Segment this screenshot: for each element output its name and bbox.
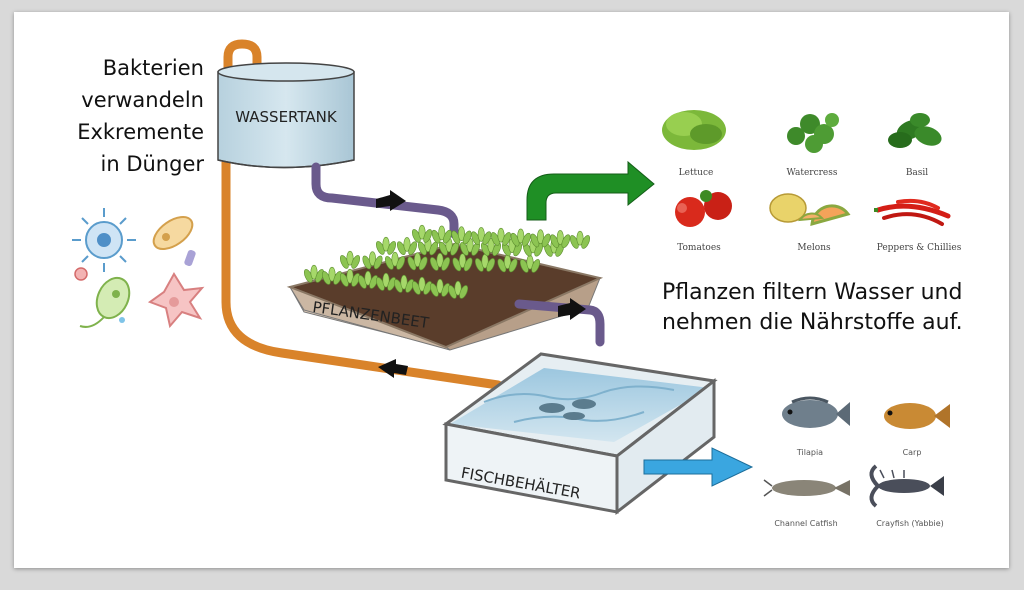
- plants-line: nehmen die Nährstoffe auf.: [662, 310, 963, 335]
- flow-arrow-bed-to-fish: [558, 298, 586, 320]
- seedling: [407, 252, 428, 271]
- fish-tank: [442, 352, 718, 516]
- seedling: [396, 237, 418, 256]
- seedling: [452, 253, 473, 272]
- basil-icon: [888, 113, 942, 148]
- lettuce-icon: [662, 110, 726, 150]
- seedling: [497, 254, 518, 273]
- seedling: [429, 278, 451, 297]
- fish-caption-carp: Carp: [903, 448, 922, 457]
- carp-icon: [884, 403, 950, 429]
- plant-caption-watercress: Watercress: [787, 168, 838, 178]
- catfish-icon: [763, 479, 850, 497]
- melons-icon: [769, 193, 851, 227]
- seedling: [411, 276, 433, 295]
- seedling: [510, 228, 531, 247]
- seedling: [375, 272, 397, 291]
- seedling: [362, 251, 383, 270]
- seedling: [550, 230, 571, 249]
- bacteria-line: verwandeln: [81, 88, 204, 112]
- bed-to-fish-pipe: [514, 299, 605, 347]
- tomatoes-icon: [675, 190, 732, 227]
- bacteria-line: Exkremente: [77, 120, 204, 144]
- plant-caption-tomatoes: Tomatoes: [677, 243, 721, 253]
- seedling: [471, 227, 492, 246]
- fish-caption-tilapia: Tilapia: [796, 448, 823, 457]
- plants-output-arrow: [526, 160, 655, 221]
- tilapia-icon: [782, 396, 850, 428]
- seedling: [411, 224, 433, 243]
- seedling: [429, 252, 451, 271]
- microbes-illustration: [72, 208, 205, 329]
- bacteria-description: Bakterien verwandeln Exkremente in Dünge…: [46, 52, 204, 180]
- seedling: [303, 264, 325, 283]
- peppers-icon: [874, 198, 951, 226]
- watercress-icon: [787, 113, 839, 153]
- fish-output-arrow: [643, 447, 754, 487]
- seedling: [530, 229, 551, 248]
- seedling: [480, 238, 502, 257]
- plant-caption-melons: Melons: [797, 243, 831, 253]
- seedling: [375, 236, 397, 255]
- seedling: [474, 253, 496, 272]
- plant-icons: [662, 110, 951, 227]
- aquaponics-diagram: WASSERTANK PFLANZENBEET: [72, 39, 962, 528]
- flow-arrow-return: [378, 359, 408, 378]
- water-tank-label: WASSERTANK: [235, 108, 338, 126]
- seedling: [519, 254, 541, 273]
- seedling: [321, 266, 343, 285]
- fish-caption-crayfish: Crayfish (Yabbie): [876, 519, 944, 528]
- bacteria-line: in Dünger: [100, 152, 205, 176]
- plants-description: Pflanzen filtern Wasser und nehmen die N…: [662, 278, 1007, 338]
- bacteria-line: Bakterien: [102, 56, 204, 80]
- plant-caption-lettuce: Lettuce: [679, 168, 714, 178]
- fish-caption-catfish: Channel Catfish: [774, 519, 837, 528]
- seedling: [447, 280, 469, 299]
- seedling: [339, 250, 361, 269]
- seedling: [490, 227, 512, 246]
- water-tank: [217, 62, 355, 169]
- slide: WASSERTANK PFLANZENBEET: [14, 12, 1009, 568]
- plant-caption-basil: Basil: [906, 168, 928, 178]
- seedling: [384, 251, 406, 270]
- seedling: [357, 270, 379, 289]
- tank-inlet-pipe: [223, 39, 262, 79]
- return-pipe: [221, 157, 503, 390]
- seedling: [451, 226, 472, 245]
- flow-arrow-tank-to-bed: [376, 190, 406, 211]
- plants-line: Pflanzen filtern Wasser und: [662, 280, 963, 305]
- plant-caption-peppers: Peppers & Chillies: [877, 243, 962, 253]
- seedlings: [303, 224, 591, 299]
- crayfish-icon: [869, 464, 944, 508]
- seedling: [569, 230, 591, 249]
- seedling: [339, 268, 361, 287]
- fish-icons: [763, 396, 950, 508]
- seedling: [393, 274, 415, 293]
- seedling: [431, 225, 452, 244]
